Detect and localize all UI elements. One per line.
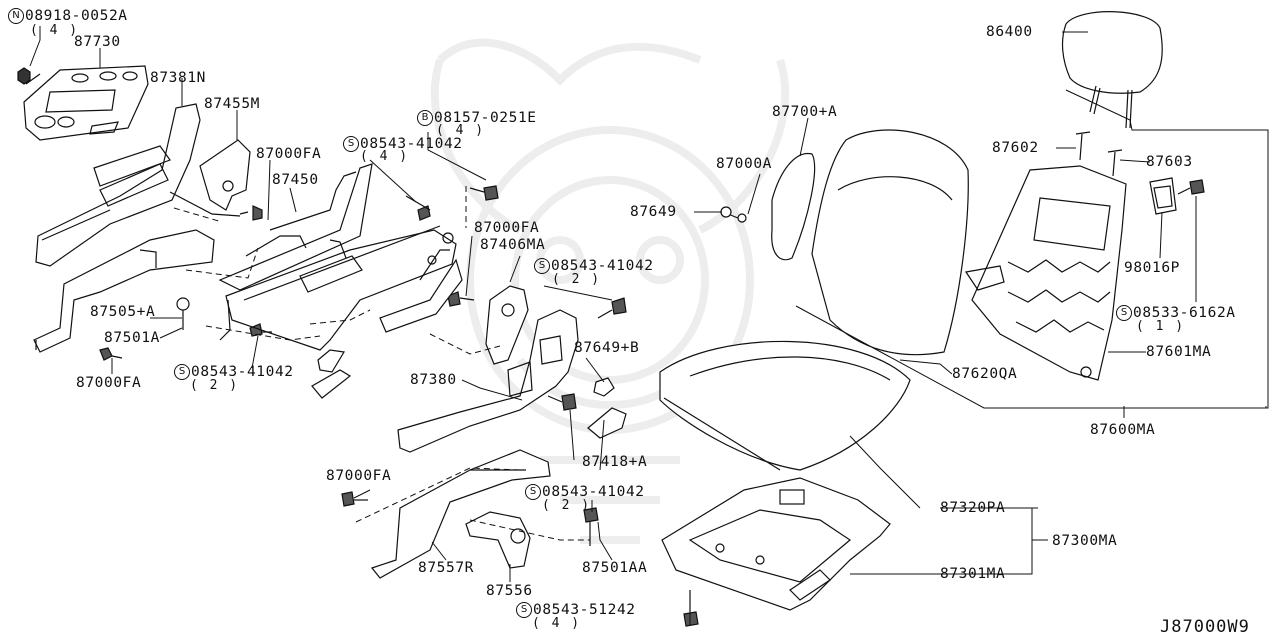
part-label[interactable]: 87300MA	[1052, 533, 1118, 549]
line-work	[17, 11, 1269, 627]
seat-back-pad	[811, 129, 969, 356]
part-label[interactable]: 87000FA	[256, 146, 322, 162]
part-label[interactable]: 87406MA	[480, 237, 546, 253]
part-label[interactable]: 87380	[410, 372, 457, 388]
part-label[interactable]: 87600MA	[1090, 422, 1156, 438]
part-label[interactable]: 08533-6162A	[1133, 305, 1236, 321]
quantity-label: ( 1 )	[1136, 319, 1186, 334]
part-label[interactable]: 87557R	[418, 560, 474, 576]
lower-side-cover	[33, 229, 215, 353]
side-bolster	[771, 152, 816, 261]
part-label[interactable]: 08543-41042	[191, 364, 294, 380]
bracket-87556	[465, 511, 531, 569]
part-label[interactable]: 87601MA	[1146, 344, 1212, 360]
part-label[interactable]: 87603	[1146, 154, 1193, 170]
headrest-guides	[1075, 131, 1123, 177]
part-label[interactable]: 87450	[272, 172, 319, 188]
part-label[interactable]: 08543-41042	[360, 136, 463, 152]
headrest	[1061, 11, 1163, 129]
side-cover-87380	[397, 309, 579, 453]
screw-prefix-icon: S	[534, 258, 550, 274]
seat-frame-adjuster	[218, 163, 463, 399]
part-label[interactable]: 98016P	[1124, 260, 1180, 276]
quantity-label: ( 4 )	[30, 23, 80, 38]
bolt-prefix-icon: B	[417, 110, 433, 126]
quantity-label: ( 2 )	[552, 272, 602, 287]
clip-87649	[720, 206, 732, 218]
part-label[interactable]: 08543-51242	[533, 602, 636, 618]
seat-back-frame	[964, 165, 1127, 381]
part-label[interactable]: 87320PA	[940, 500, 1006, 516]
part-label[interactable]: 87730	[74, 34, 121, 50]
part-label[interactable]: 08918-0052A	[25, 8, 128, 24]
part-label[interactable]: 87501A	[104, 330, 160, 346]
part-label[interactable]: 87649	[630, 204, 677, 220]
screw-prefix-icon: S	[343, 136, 359, 152]
part-label[interactable]: 87000FA	[76, 375, 142, 391]
seat-side-cover	[35, 103, 201, 267]
seat-cushion-frame	[661, 477, 891, 611]
part-label[interactable]: 87418+A	[582, 454, 648, 470]
bracket-cover-87455m	[169, 139, 251, 217]
armrest-tray	[23, 65, 149, 141]
part-label[interactable]: 86400	[986, 24, 1033, 40]
part-label[interactable]: 87381N	[150, 70, 206, 86]
part-label[interactable]: 08543-41042	[542, 484, 645, 500]
part-label[interactable]: 08157-0251E	[434, 110, 537, 126]
quantity-label: ( 4 )	[436, 123, 486, 138]
screw-prefix-icon: S	[1116, 305, 1132, 321]
diagram-code: J87000W9	[1160, 617, 1250, 637]
screw-prefix-icon: S	[516, 602, 532, 618]
part-label[interactable]: 87620QA	[952, 366, 1018, 382]
nut-prefix-icon: N	[8, 8, 24, 24]
part-label[interactable]: 08543-41042	[551, 258, 654, 274]
switch-98016p	[1149, 177, 1177, 215]
part-label[interactable]: 87301MA	[940, 566, 1006, 582]
quantity-label: ( 4 )	[532, 616, 582, 631]
recliner-cover-87406ma	[485, 285, 529, 365]
seat-cushion-pad	[659, 340, 911, 471]
part-label[interactable]: 87700+A	[772, 104, 838, 120]
part-label[interactable]: 87000A	[716, 156, 772, 172]
part-label[interactable]: 87455M	[204, 96, 260, 112]
quantity-label: ( 2 )	[190, 378, 240, 393]
part-label[interactable]: 87501AA	[582, 560, 648, 576]
part-label[interactable]: 87556	[486, 583, 533, 599]
lever-knob	[587, 407, 627, 439]
screw-prefix-icon: S	[174, 364, 190, 380]
part-label[interactable]: 87505+A	[90, 304, 156, 320]
part-label[interactable]: 87649+B	[574, 340, 640, 356]
leader-lines	[29, 26, 1269, 626]
nut-part	[17, 67, 31, 85]
part-label[interactable]: 87000FA	[474, 220, 540, 236]
part-label[interactable]: 87602	[992, 140, 1039, 156]
quantity-label: ( 2 )	[542, 498, 592, 513]
screw-prefix-icon: S	[525, 484, 541, 500]
part-label[interactable]: 87000FA	[326, 468, 392, 484]
adjuster-knob	[593, 377, 615, 397]
quantity-label: ( 4 )	[360, 149, 410, 164]
